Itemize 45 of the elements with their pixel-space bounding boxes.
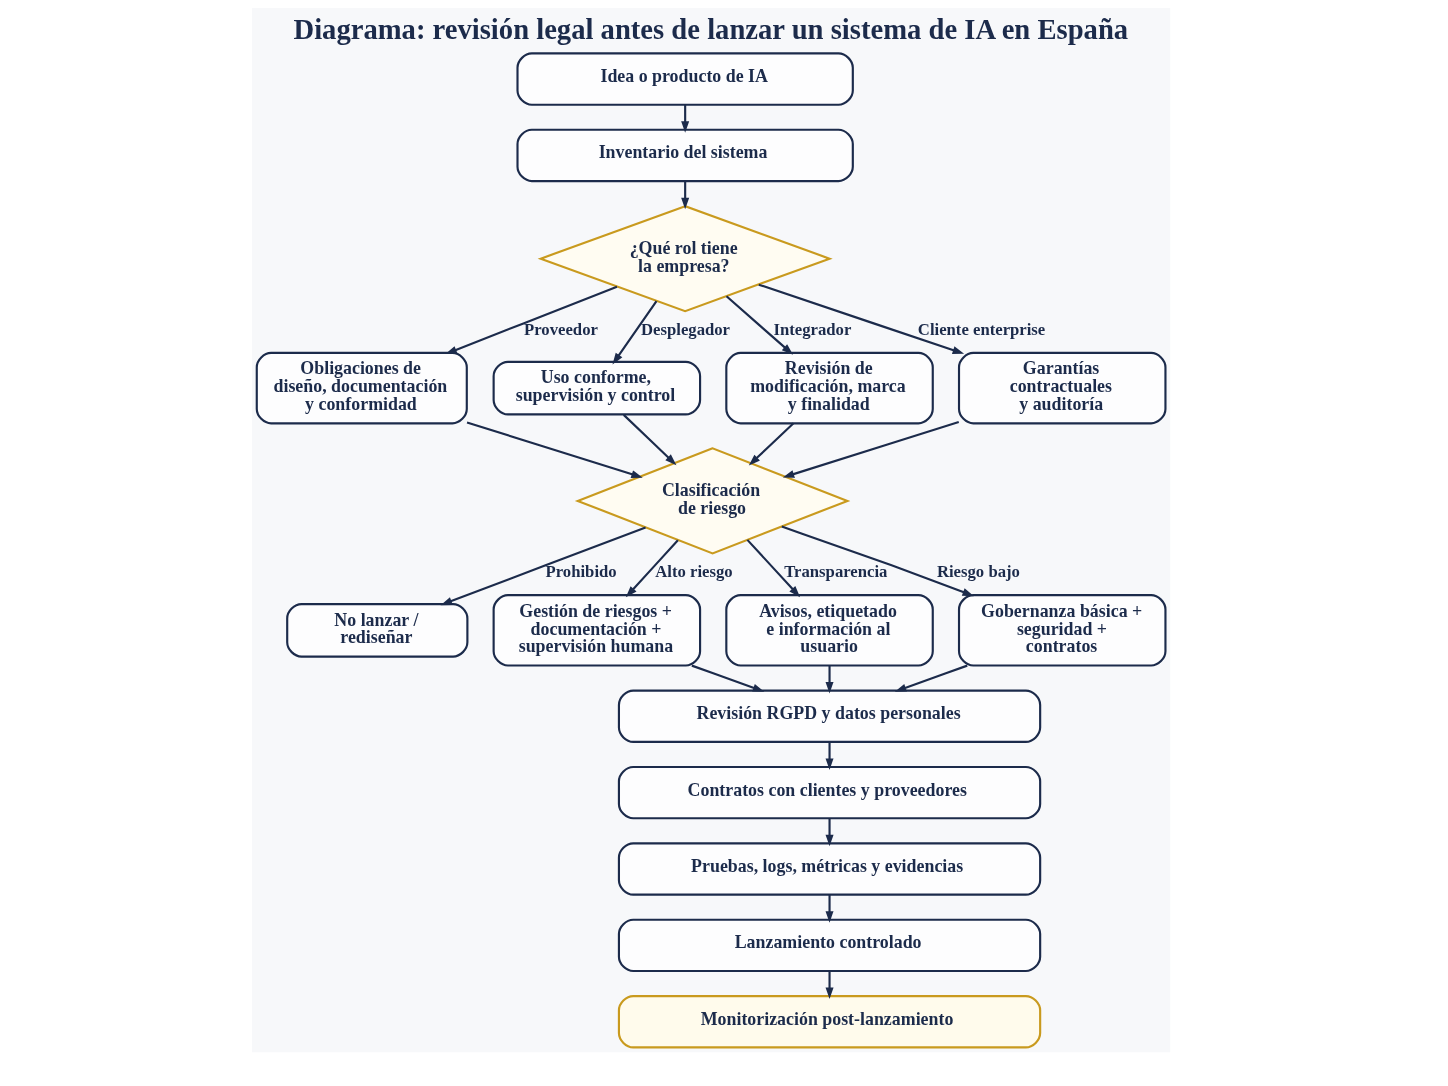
node-diamond: ¿Qué rol tiene la empresa? (537, 205, 833, 313)
arrow (445, 285, 618, 355)
node-box: Inventario del sistema (516, 128, 854, 183)
node-box: Avisos, etiquetado e información al usuario (725, 594, 934, 667)
node-box: Lanzamiento controlado (617, 918, 1042, 973)
node-box: Uso conforme, supervisión y control (492, 360, 702, 416)
edge-label: Desplegador (641, 320, 731, 340)
node-box: Pruebas, logs, métricas y evidencias (617, 842, 1042, 896)
arrow (691, 664, 765, 692)
node-box: Monitorización post-lanzamiento (617, 995, 1042, 1049)
edge-label: Alto riesgo (655, 562, 733, 582)
node-box: Contratos con clientes y proveedores (617, 765, 1042, 820)
arrow (625, 539, 679, 598)
node-box: Gobernanza básica + seguridad + contratos (957, 594, 1167, 667)
arrow (825, 742, 834, 770)
arrow (781, 525, 974, 597)
node-box: Idea o producto de IA (516, 52, 854, 106)
node-box: Revisión de modificación, marca y finalidad (725, 351, 934, 425)
edge-label: Transparencia (784, 562, 888, 582)
diagram-title: Diagrama: revisión legal antes de lanzar un sistema de IA en España (293, 13, 1129, 46)
node-box: Obligaciones de diseño, documentación y conformidad (255, 351, 468, 425)
edge-label: Proveedor (524, 320, 598, 340)
arrow (894, 664, 968, 692)
arrow (748, 422, 795, 466)
arrow (725, 295, 794, 355)
arrow (782, 420, 960, 478)
arrow (612, 300, 658, 365)
edge-label: Prohibido (545, 562, 617, 582)
node-box: Garantías contractuales y auditoría (957, 351, 1167, 425)
node-diamond: Clasificación de riesgo (574, 447, 851, 555)
arrow (746, 539, 801, 598)
arrow (825, 894, 834, 923)
arrow (440, 526, 646, 606)
edge-label: Cliente enterprise (917, 320, 1046, 340)
arrow (466, 421, 643, 479)
edge-label: Riesgo bajo (936, 562, 1020, 582)
arrow (758, 283, 965, 354)
edge-label: Integrador (773, 320, 852, 340)
arrow (825, 666, 834, 694)
node-box: No lanzar / rediseñar (286, 603, 469, 658)
arrow (825, 971, 834, 999)
arrow (622, 414, 677, 466)
arrow (825, 818, 834, 847)
node-box: Revisión RGPD y datos personales (617, 689, 1042, 743)
node-box: Gestión de riesgos + documentación + supervisión humana (492, 594, 702, 667)
